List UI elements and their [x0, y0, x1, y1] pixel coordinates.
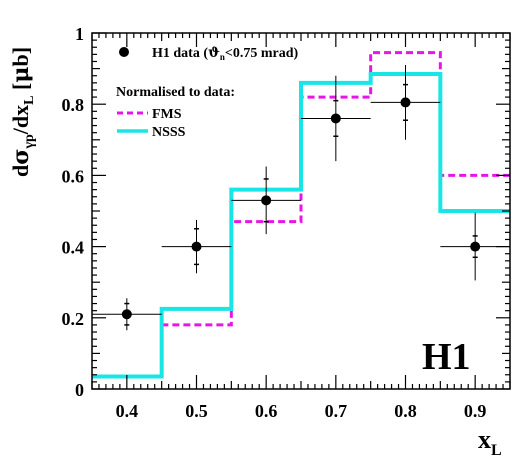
y-tick-label: 0 — [75, 380, 84, 400]
h1-watermark: H1 — [422, 336, 471, 378]
x-tick-label: 0.6 — [255, 401, 278, 421]
axis-ticks — [91, 32, 511, 390]
legend: H1 data (ϑn<0.75 mrad) Normalised to dat… — [116, 45, 299, 140]
series-layer — [92, 51, 510, 379]
legend-data-label: H1 data (ϑn<0.75 mrad) — [152, 45, 299, 62]
x-axis-title: xL — [478, 425, 502, 459]
legend-nsss-label: NSSS — [152, 125, 186, 140]
data-point — [470, 241, 481, 252]
x-tick-label: 0.7 — [325, 401, 348, 421]
data-point — [121, 309, 132, 320]
legend-fms-label: FMS — [152, 107, 182, 122]
legend-heading: Normalised to data: — [116, 85, 235, 100]
data-point — [400, 97, 411, 108]
y-tick-label: 0.4 — [62, 238, 85, 258]
y-tick-label: 1 — [75, 24, 84, 44]
legend-data-marker — [119, 47, 129, 57]
y-tick-label: 0.2 — [62, 309, 85, 329]
x-tick-label: 0.4 — [116, 401, 139, 421]
y-axis-title-sub: γp — [22, 134, 37, 150]
data-point — [191, 241, 202, 252]
svg-text:dσγp/dxL [μb]: dσγp/dxL [μb] — [8, 47, 37, 177]
series-nsss-line — [92, 71, 510, 379]
y-tick-label: 0.8 — [62, 95, 85, 115]
data-point — [330, 113, 341, 124]
data-point — [261, 195, 272, 206]
x-tick-label: 0.8 — [394, 401, 417, 421]
x-tick-label: 0.9 — [464, 401, 487, 421]
x-tick-label: 0.5 — [185, 401, 208, 421]
y-axis-title: dσγp/dxL [μb] — [8, 47, 37, 177]
tick-labels: 0.4 0.5 0.6 0.7 0.8 0.9 0 0.2 0.4 0.6 0.8 1 — [62, 24, 487, 421]
y-tick-label: 0.6 — [62, 166, 85, 186]
